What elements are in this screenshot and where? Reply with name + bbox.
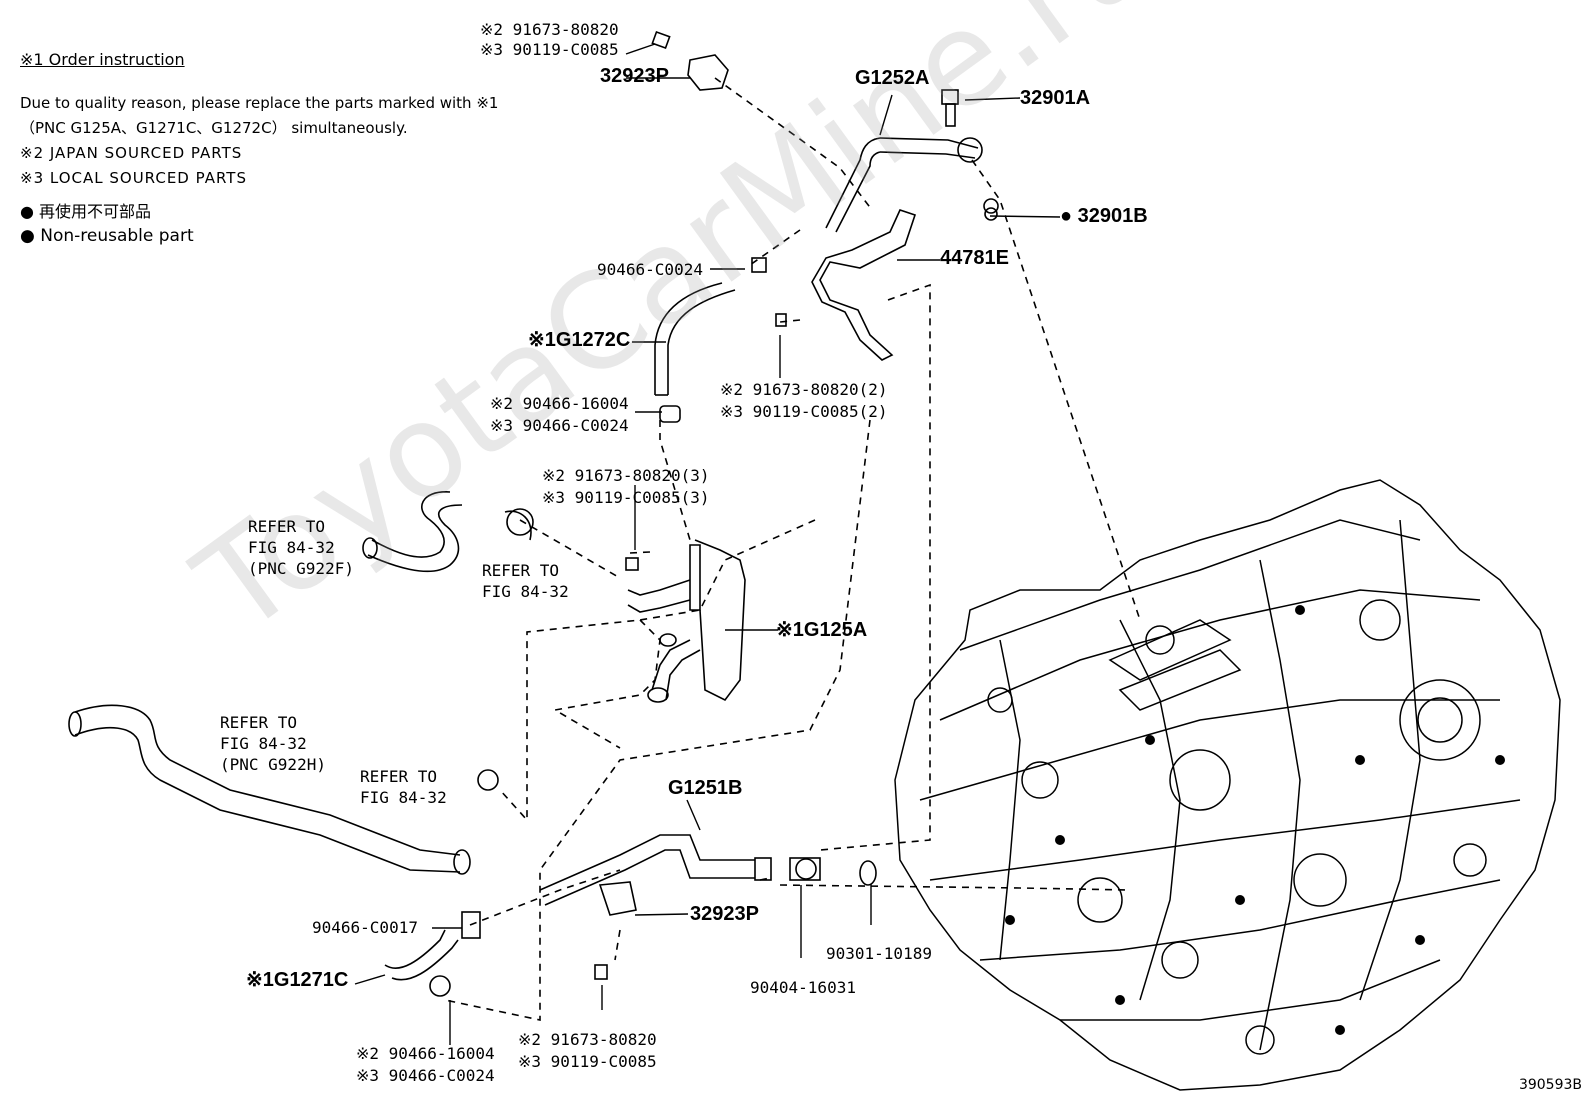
illustration-number: 390593B	[1518, 1077, 1582, 1093]
order-instruction-line1: Due to quality reason, please replace th…	[20, 94, 499, 112]
part-label-lower-bolt-japan[interactable]: ※2 91673-80820	[518, 1030, 657, 1049]
part-label-upper-clamp-japan[interactable]: ※2 90466-16004	[490, 394, 629, 413]
part-label-clamp-32923p-top[interactable]: 32923P	[600, 65, 669, 87]
part-label-upper-clamp-local[interactable]: ※3 90466-C0024	[490, 416, 629, 435]
part-label-clamp-32923p-lower[interactable]: 32923P	[690, 903, 759, 925]
part-label-clip-90466-c0017[interactable]: 90466-C0017	[312, 918, 418, 937]
part-label-90404-16031[interactable]: 90404-16031	[750, 978, 856, 997]
japan-sourced-note: ※2 JAPAN SOURCED PARTS	[20, 144, 243, 162]
part-label-lower-bolt-local[interactable]: ※3 90119-C0085	[518, 1052, 657, 1071]
part-label-bracket-bolt-local[interactable]: ※3 90119-C0085(2)	[720, 402, 888, 421]
part-label-32901b[interactable]: ● 32901B	[1060, 205, 1148, 227]
refer-to-fig-g922f[interactable]: REFER TO FIG 84-32 (PNC G922F)	[248, 517, 354, 578]
part-label-g125a[interactable]: ※1G125A	[776, 619, 868, 641]
part-label-32901a[interactable]: 32901A	[1020, 87, 1091, 109]
part-label-lower-clamp-japan[interactable]: ※2 90466-16004	[356, 1044, 495, 1063]
refer-to-fig-lower[interactable]: REFER TO FIG 84-32	[360, 767, 447, 807]
non-reusable-note-en: ● Non-reusable part	[20, 226, 194, 246]
part-label-top-bolt-local[interactable]: ※3 90119-C0085	[480, 40, 619, 59]
order-instruction-line2: （PNC G125A、G1271C、G1272C） simultaneously…	[20, 119, 408, 137]
part-label-g1271c[interactable]: ※1G1271C	[246, 969, 349, 991]
part-label-44781e[interactable]: 44781E	[940, 247, 1009, 269]
part-label-clip-90466-c0024[interactable]: 90466-C0024	[597, 260, 703, 279]
part-label-cooler-bolt-japan[interactable]: ※2 91673-80820(3)	[542, 466, 710, 485]
refer-to-fig-upper[interactable]: REFER TO FIG 84-32	[482, 561, 569, 601]
part-label-lower-clamp-local[interactable]: ※3 90466-C0024	[356, 1066, 495, 1085]
part-label-g1272c[interactable]: ※1G1272C	[528, 329, 631, 351]
local-sourced-note: ※3 LOCAL SOURCED PARTS	[20, 169, 247, 187]
order-instruction-header: ※1 Order instruction	[20, 50, 185, 69]
part-label-g1251b[interactable]: G1251B	[668, 777, 743, 799]
part-label-bracket-bolt-japan[interactable]: ※2 91673-80820(2)	[720, 380, 888, 399]
refer-to-fig-g922h[interactable]: REFER TO FIG 84-32 (PNC G922H)	[220, 713, 326, 774]
part-label-cooler-bolt-local[interactable]: ※3 90119-C0085(3)	[542, 488, 710, 507]
part-label-top-bolt-japan[interactable]: ※2 91673-80820	[480, 20, 619, 39]
non-reusable-note-jp: ● 再使用不可部品	[20, 202, 152, 221]
part-label-90301-10189[interactable]: 90301-10189	[826, 944, 932, 963]
notes-panel: ※1 Order instruction Due to quality reas…	[20, 50, 540, 249]
part-label-g1252a[interactable]: G1252A	[855, 67, 930, 89]
